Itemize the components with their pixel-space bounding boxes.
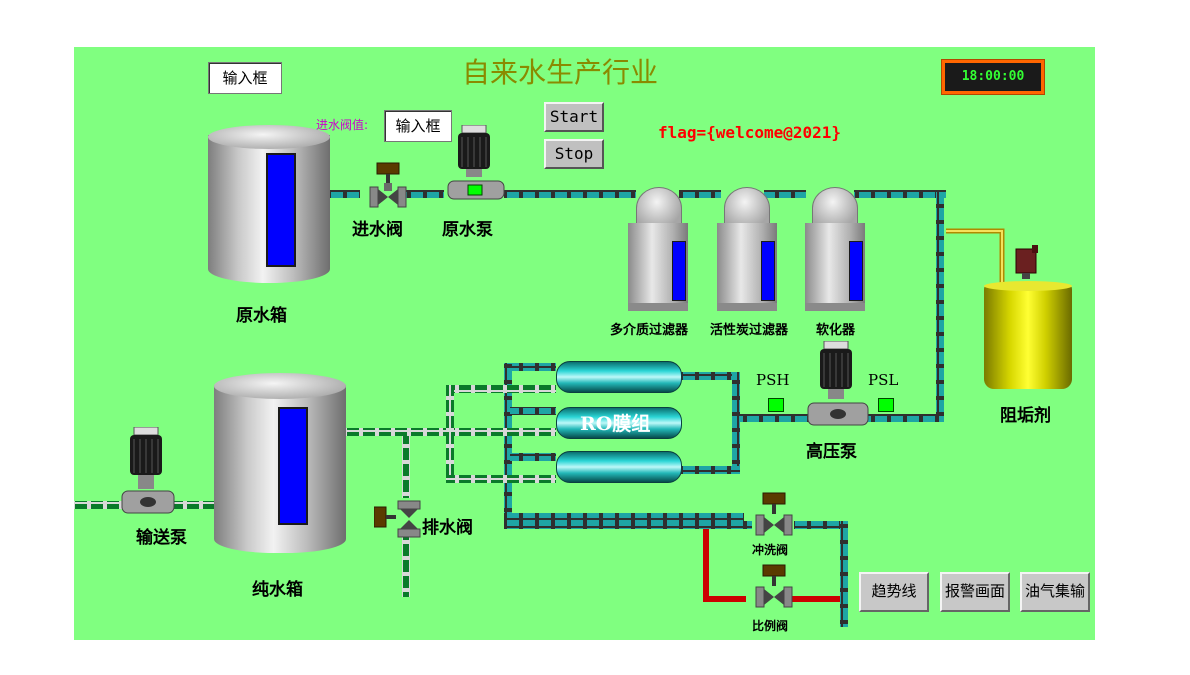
- proportional-valve-label: 比例阀: [752, 619, 789, 633]
- flush-valve-label: 冲洗阀: [752, 543, 789, 557]
- dosing-line-hl: [946, 230, 1003, 285]
- inlet-valve-icon[interactable]: [368, 161, 408, 209]
- psh-label: PSH: [756, 371, 790, 389]
- ro-membrane-2: [556, 407, 682, 439]
- drain-valve-icon[interactable]: [374, 499, 424, 539]
- trend-button[interactable]: 趋势线: [859, 572, 929, 612]
- multi-media-filter-label: 多介质过滤器: [610, 323, 689, 338]
- psh-indicator: [768, 398, 784, 412]
- dosing-motor-icon: [1015, 245, 1038, 279]
- start-button[interactable]: Start: [544, 102, 604, 132]
- pipe-valve-pump: [404, 190, 444, 198]
- raw-water-pump-icon[interactable]: [444, 125, 508, 205]
- raw-tank-level-gauge: [266, 153, 296, 267]
- ro-module-label: RO膜组: [580, 413, 651, 435]
- flush-valve-icon[interactable]: [754, 491, 794, 537]
- pipe-raw-inlet: [330, 190, 360, 198]
- pipe-to-hp: [852, 414, 944, 422]
- raw-water-tank-label: 原水箱: [236, 306, 287, 326]
- pipe-filter-23: [764, 190, 806, 198]
- activated-carbon-filter-label: 活性炭过滤器: [710, 323, 789, 338]
- clock-display: 18:00:00: [941, 59, 1045, 95]
- oil-gas-button[interactable]: 油气集输: [1020, 572, 1090, 612]
- psl-label: PSL: [868, 371, 899, 389]
- inlet-valve-label: 进水阀值:: [316, 118, 369, 132]
- inlet-valve-input[interactable]: 输入框: [384, 110, 452, 142]
- page-title: 自来水生产行业: [462, 56, 659, 89]
- pure-water-tank-label: 纯水箱: [252, 580, 303, 600]
- transfer-pump-label: 输送泵: [136, 528, 187, 548]
- antiscalant-label: 阻垢剂: [1000, 406, 1051, 426]
- ro-membrane-3: [556, 451, 682, 483]
- raw-water-pump-label: 原水泵: [442, 220, 493, 240]
- high-pressure-pump-icon[interactable]: [806, 341, 870, 431]
- psl-indicator: [878, 398, 894, 412]
- pipe-hp-ro: [740, 414, 814, 422]
- top-input-box[interactable]: 输入框: [208, 62, 282, 94]
- ro-membrane-1: [556, 361, 682, 393]
- high-pressure-pump-label: 高压泵: [806, 442, 857, 462]
- proportional-valve-icon[interactable]: [754, 563, 794, 609]
- softener-label: 软化器: [816, 323, 856, 338]
- hmi-canvas: 自来水生产行业 18:00:00 flag={welcome@2021} 输入框…: [74, 47, 1095, 640]
- dosing-line: [946, 228, 1005, 285]
- transfer-pump-icon[interactable]: [120, 427, 176, 517]
- stop-button[interactable]: Stop: [544, 139, 604, 169]
- pipe-pump-filters: [504, 190, 636, 198]
- red-line: [703, 529, 746, 602]
- pipe-network: [74, 190, 1005, 627]
- drain-valve-label: 排水阀: [422, 518, 473, 538]
- alarm-button[interactable]: 报警画面: [940, 572, 1010, 612]
- flag-text: flag={welcome@2021}: [658, 123, 842, 142]
- pipe-filter-12: [679, 190, 721, 198]
- inlet-valve-label-text: 进水阀: [352, 220, 403, 240]
- pure-tank-level-gauge: [278, 407, 308, 525]
- pipe-filter-out: [854, 190, 946, 198]
- pipe-down-right: [936, 190, 944, 422]
